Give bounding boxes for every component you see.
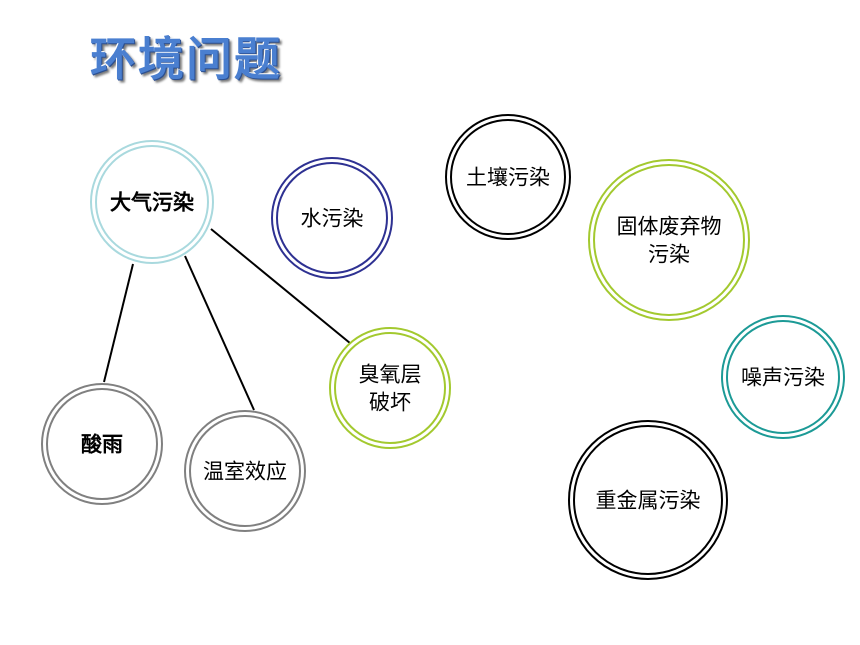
node-outer-ring <box>568 420 728 580</box>
node-air: 大气污染 <box>90 140 214 264</box>
node-label: 固体废弃物 <box>617 214 722 238</box>
node-label: 酸雨 <box>81 433 123 457</box>
node-noise: 噪声污染 <box>721 315 845 439</box>
node-outer-ring <box>329 327 451 449</box>
node-label: 大气污染 <box>110 191 194 215</box>
node-label: 破坏 <box>369 391 411 415</box>
edge-air-greenhouse <box>184 255 255 411</box>
node-inner-ring <box>726 320 840 434</box>
page-title: 环境问题 <box>90 32 282 86</box>
edge-air-acid <box>103 263 134 383</box>
node-inner-ring <box>334 332 446 444</box>
node-metal: 重金属污染 <box>568 420 728 580</box>
node-label: 重金属污染 <box>596 489 701 513</box>
node-label: 臭氧层 <box>359 362 422 386</box>
node-acid: 酸雨 <box>41 383 163 505</box>
node-inner-ring <box>573 425 723 575</box>
node-outer-ring <box>41 383 163 505</box>
node-outer-ring <box>721 315 845 439</box>
node-inner-ring <box>95 145 209 259</box>
node-label: 噪声污染 <box>741 366 825 390</box>
node-outer-ring <box>184 410 306 532</box>
node-water: 水污染 <box>271 157 393 279</box>
node-label: 土壤污染 <box>466 166 550 190</box>
node-label: 污染 <box>648 243 690 267</box>
node-outer-ring <box>445 114 571 240</box>
node-soil: 土壤污染 <box>445 114 571 240</box>
node-inner-ring <box>450 119 566 235</box>
node-outer-ring <box>271 157 393 279</box>
diagram-edges <box>103 228 357 411</box>
node-inner-ring <box>593 164 745 316</box>
node-outer-ring <box>588 159 750 321</box>
node-greenhouse: 温室效应 <box>184 410 306 532</box>
edge-air-ozone <box>210 228 357 349</box>
node-label: 温室效应 <box>203 460 287 484</box>
node-inner-ring <box>46 388 158 500</box>
node-label: 水污染 <box>301 207 364 231</box>
node-outer-ring <box>90 140 214 264</box>
node-inner-ring <box>189 415 301 527</box>
node-inner-ring <box>276 162 388 274</box>
